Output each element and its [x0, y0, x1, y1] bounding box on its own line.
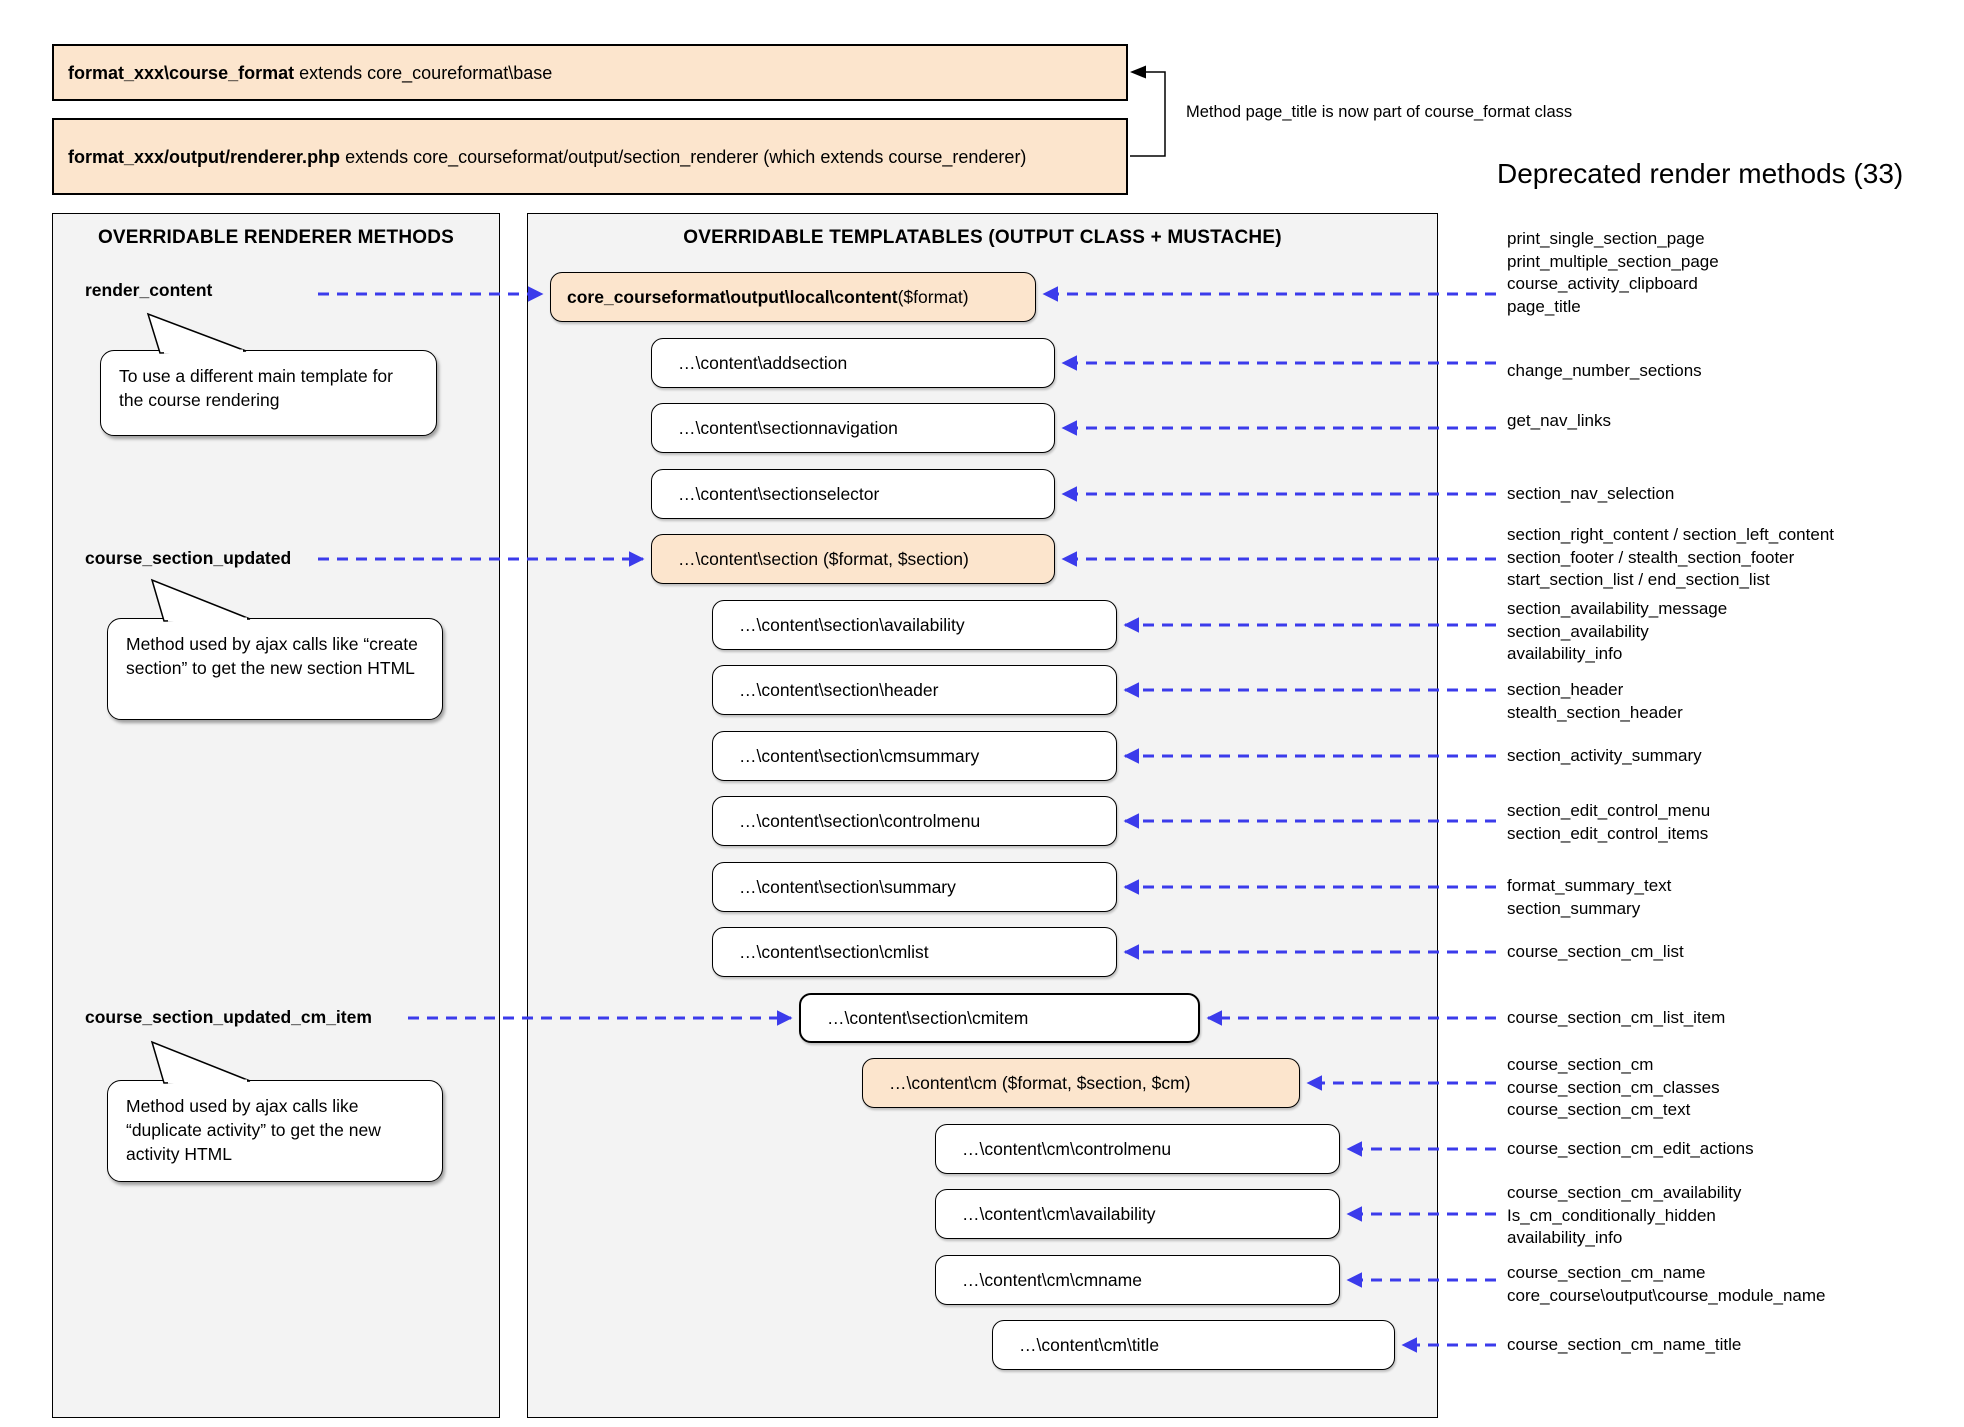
deprecated-group-sectionselector: section_nav_selection: [1507, 483, 1674, 506]
deprecated-item: course_section_cm_name: [1507, 1263, 1706, 1282]
class-box-course-format-text: format_xxx\course_format extends core_co…: [68, 61, 552, 85]
class-box-course-format: format_xxx\course_format extends core_co…: [52, 44, 1128, 101]
note-bubble-course-section-updated-cm-item: Method used by ajax calls like “duplicat…: [107, 1080, 443, 1182]
templatable-box-content: core_courseformat\output\local\content (…: [550, 272, 1036, 322]
deprecated-item: course_section_cm_availability: [1507, 1183, 1742, 1202]
deprecated-item: course_section_cm_edit_actions: [1507, 1139, 1754, 1158]
class-box-renderer: format_xxx/output/renderer.php extends c…: [52, 118, 1128, 195]
templatable-box-addsection: …\content\addsection: [651, 338, 1055, 388]
templatable-box-sectionnavigation: …\content\sectionnavigation: [651, 403, 1055, 453]
deprecated-item: availability_info: [1507, 644, 1623, 663]
deprecated-item: section_right_content / section_left_con…: [1507, 525, 1834, 544]
method-label-course-section-updated: course_section_updated: [85, 548, 292, 568]
templatable-box-cm-availability: …\content\cm\availability: [935, 1189, 1340, 1239]
note-bubble-course-section-updated: Method used by ajax calls like “create s…: [107, 618, 443, 720]
templatable-box-cm: …\content\cm ($format, $section, $cm): [862, 1058, 1300, 1108]
deprecated-item: section_summary: [1507, 898, 1641, 918]
deprecated-group-content: print_single_section_page print_multiple…: [1507, 228, 1719, 318]
templatable-box-section-cmlist: …\content\section\cmlist: [712, 927, 1117, 977]
deprecated-methods-title: Deprecated render methods (33): [1497, 158, 1904, 189]
templatable-box-section-cmitem: …\content\section\cmitem: [799, 993, 1200, 1043]
deprecated-item: Is_cm_conditionally_hidden: [1507, 1205, 1716, 1225]
templatable-box-section-header: …\content\section\header: [712, 665, 1117, 715]
deprecated-group-cm: course_section_cm course_section_cm_clas…: [1507, 1054, 1720, 1122]
deprecated-item: course_activity_clipboard: [1507, 274, 1698, 293]
class-name-bold: format_xxx\course_format: [68, 62, 295, 83]
templatable-box-section-cmsummary: …\content\section\cmsummary: [712, 731, 1117, 781]
note-bubble-render-content: To use a different main template for the…: [100, 350, 437, 436]
deprecated-item: section_footer / stealth_section_footer: [1507, 547, 1795, 567]
deprecated-item: section_header: [1507, 680, 1624, 699]
deprecated-item: section_edit_control_items: [1507, 823, 1709, 843]
class-box-renderer-text: format_xxx/output/renderer.php extends c…: [68, 145, 1026, 169]
deprecated-group-cm-cmname: course_section_cm_name core_course\outpu…: [1507, 1262, 1825, 1307]
deprecated-item: section_availability: [1507, 621, 1649, 641]
deprecated-item: section_availability_message: [1507, 599, 1728, 618]
deprecated-group-cm-title: course_section_cm_name_title: [1507, 1334, 1741, 1357]
deprecated-group-summary: format_summary_text section_summary: [1507, 875, 1671, 920]
deprecated-group-section-header: section_header stealth_section_header: [1507, 679, 1683, 724]
deprecated-item: course_section_cm_name_title: [1507, 1335, 1742, 1354]
bracket-note: Method page_title is now part of course_…: [1186, 103, 1573, 121]
deprecated-group-section-availability: section_availability_message section_ava…: [1507, 598, 1727, 666]
templatable-box-content-rest: ($format): [897, 286, 969, 307]
class-boxes-bracket: [1130, 65, 1166, 157]
deprecated-item: format_summary_text: [1507, 876, 1672, 895]
class-name-rest: extends core_coureformat\base: [294, 62, 553, 83]
templatable-box-section-availability: …\content\section\availability: [712, 600, 1117, 650]
deprecated-item: course_section_cm_list: [1507, 942, 1684, 961]
deprecated-item: availability_info: [1507, 1228, 1623, 1247]
templatable-box-cm-controlmenu: …\content\cm\controlmenu: [935, 1124, 1340, 1174]
deprecated-group-sectionnavigation: get_nav_links: [1507, 410, 1611, 433]
deprecated-item: course_section_cm_text: [1507, 1100, 1691, 1119]
templatable-box-content-bold: core_courseformat\output\local\content: [567, 286, 898, 307]
deprecated-item: start_section_list / end_section_list: [1507, 570, 1770, 589]
deprecated-group-cmsummary: section_activity_summary: [1507, 745, 1702, 768]
renderer-methods-panel-title: OVERRIDABLE RENDERER METHODS: [97, 227, 455, 248]
templatables-panel-title: OVERRIDABLE TEMPLATABLES (OUTPUT CLASS +…: [683, 227, 1282, 248]
templatable-box-section-controlmenu: …\content\section\controlmenu: [712, 796, 1117, 846]
method-label-render-content: render_content: [85, 280, 213, 300]
deprecated-group-section: section_right_content / section_left_con…: [1507, 524, 1834, 592]
templatable-box-section: …\content\section ($format, $section): [651, 534, 1055, 584]
deprecated-item: core_course\output\course_module_name: [1507, 1285, 1826, 1305]
renderer-name-rest: extends core_courseformat/output/section…: [340, 146, 1027, 167]
deprecated-group-controlmenu: section_edit_control_menu section_edit_c…: [1507, 800, 1710, 845]
deprecated-group-addsection: change_number_sections: [1507, 360, 1702, 383]
deprecated-item: get_nav_links: [1507, 411, 1611, 430]
templatable-box-section-summary: …\content\section\summary: [712, 862, 1117, 912]
templatable-box-cm-title: …\content\cm\title: [992, 1320, 1395, 1370]
deprecated-item: section_activity_summary: [1507, 746, 1702, 765]
deprecated-item: page_title: [1507, 296, 1581, 316]
deprecated-group-cm-availability: course_section_cm_availability Is_cm_con…: [1507, 1182, 1741, 1250]
deprecated-group-cm-controlmenu: course_section_cm_edit_actions: [1507, 1138, 1754, 1161]
deprecated-item: section_nav_selection: [1507, 484, 1675, 503]
deprecated-group-cmitem: course_section_cm_list_item: [1507, 1007, 1725, 1030]
deprecated-item: stealth_section_header: [1507, 702, 1683, 722]
templatable-box-sectionselector: …\content\sectionselector: [651, 469, 1055, 519]
renderer-name-bold: format_xxx/output/renderer.php: [68, 146, 341, 167]
deprecated-item: section_edit_control_menu: [1507, 801, 1711, 820]
deprecated-item: print_multiple_section_page: [1507, 251, 1719, 271]
templatable-box-cm-cmname: …\content\cm\cmname: [935, 1255, 1340, 1305]
deprecated-item: course_section_cm_list_item: [1507, 1008, 1726, 1027]
deprecated-item: course_section_cm_classes: [1507, 1077, 1720, 1097]
deprecated-item: change_number_sections: [1507, 361, 1702, 380]
method-label-course-section-updated-cm-item: course_section_updated_cm_item: [85, 1007, 372, 1027]
deprecated-item: course_section_cm: [1507, 1055, 1654, 1074]
deprecated-item: print_single_section_page: [1507, 229, 1705, 248]
deprecated-group-cmlist: course_section_cm_list: [1507, 941, 1684, 964]
